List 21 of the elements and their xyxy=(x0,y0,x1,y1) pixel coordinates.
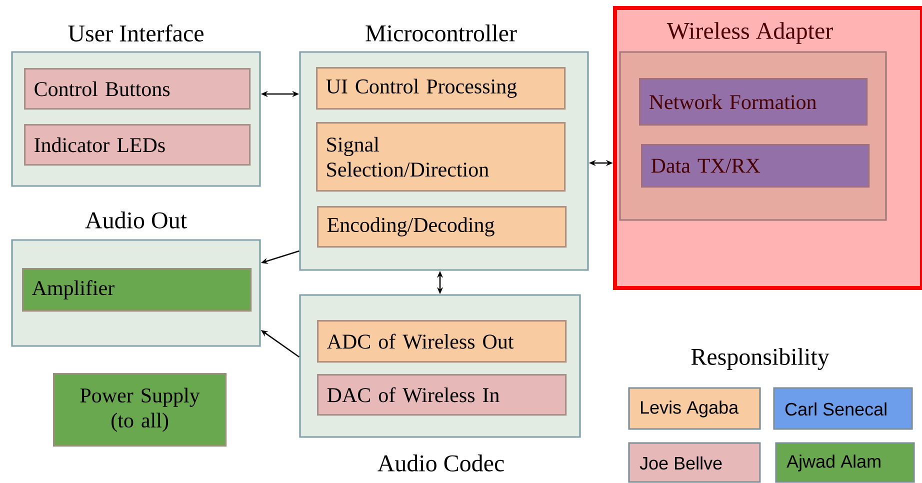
block-heading: Wireless Adapter xyxy=(666,22,833,44)
component-box: Indicator LEDs xyxy=(24,124,251,166)
legend-title: Responsibility xyxy=(691,348,830,370)
block-heading: Audio Codec xyxy=(378,454,504,472)
legend-label: Ajwad Alam xyxy=(786,454,880,472)
legend-label: Carl Senecal xyxy=(785,402,886,416)
component-box: UI Control Processing xyxy=(316,67,566,110)
legend-label: Levis Agaba xyxy=(641,400,739,418)
component-box: Network Formation xyxy=(639,78,868,126)
block-heading: Microcontroller xyxy=(366,24,517,42)
component-box: Encoding/Decoding xyxy=(317,206,567,248)
component-box: Control Buttons xyxy=(24,68,251,110)
component-box: ADC of Wireless Out xyxy=(317,320,567,363)
component-box: Power Supply (to all) xyxy=(53,373,227,447)
component-box: Amplifier xyxy=(22,268,252,312)
component-box: DAC of Wireless In xyxy=(317,374,567,416)
block-heading: User Interface xyxy=(68,24,204,42)
component-box: Data TX/RX xyxy=(641,144,870,188)
legend-label: Joe Bellve xyxy=(640,456,722,470)
component-box: Signal Selection/Direction xyxy=(316,122,566,192)
block-heading: Audio Out xyxy=(85,212,187,228)
